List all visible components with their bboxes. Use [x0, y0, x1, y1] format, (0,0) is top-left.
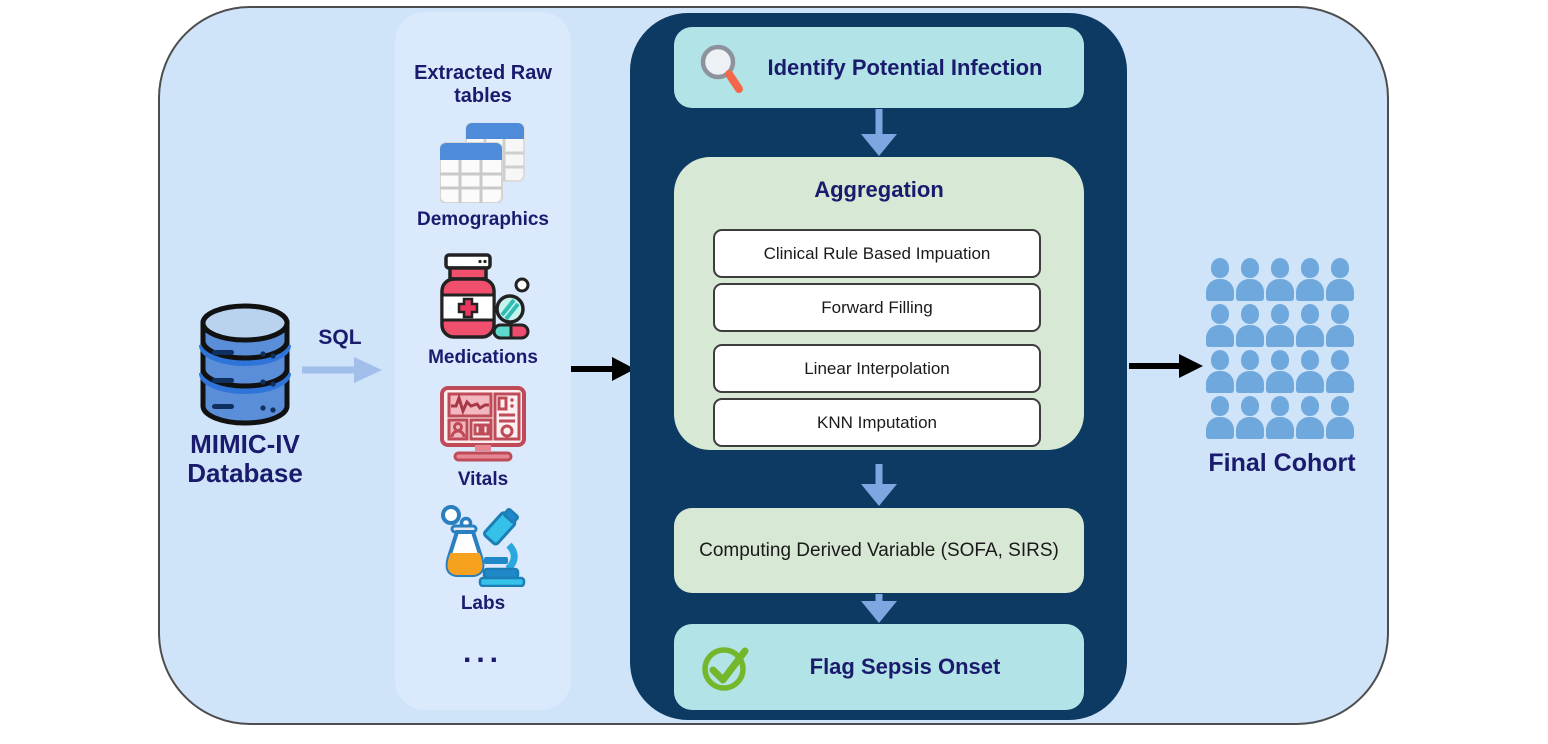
person-icon [1326, 396, 1354, 439]
raw-table-label: Labs [460, 593, 506, 614]
raw-tables-panel: Extracted Raw tables Demographics [395, 12, 571, 710]
raw-tables-title-line2: tables [454, 85, 512, 107]
person-icon [1266, 350, 1294, 393]
raw-table-label: Demographics [417, 209, 549, 230]
arrow-down-icon [860, 594, 897, 623]
person-icon [1206, 258, 1234, 301]
person-icon [1326, 304, 1354, 347]
person-icon [1236, 304, 1264, 347]
person-icon [1266, 258, 1294, 301]
raw-tables-title: Extracted Raw tables [395, 62, 571, 108]
cohort-row [1206, 350, 1358, 393]
aggregation-box: Aggregation Clinical Rule Based Impuatio… [674, 157, 1084, 450]
person-icon [1266, 396, 1294, 439]
raw-table-item-vitals: Vitals [395, 385, 571, 491]
flag-sepsis-box: Flag Sepsis Onset [674, 624, 1084, 710]
tables-icon [440, 123, 525, 203]
cohort-row [1206, 304, 1358, 347]
identify-infection-label: Identify Potential Infection [767, 54, 1043, 80]
method-linear-interpolation: Linear Interpolation [713, 344, 1041, 393]
person-icon [1206, 350, 1234, 393]
raw-table-item-medications: Medications [395, 253, 571, 369]
lab-flask-microscope-icon [441, 505, 526, 587]
raw-table-item-labs: Labs [395, 505, 571, 615]
method-forward-filling: Forward Filling [713, 283, 1041, 332]
pipeline-panel: Identify Potential Infection Aggregation… [630, 13, 1127, 720]
person-icon [1206, 396, 1234, 439]
flag-sepsis-label: Flag Sepsis Onset [809, 654, 1001, 679]
derived-variables-box: Computing Derived Variable (SOFA, SIRS) [674, 508, 1084, 593]
derived-variables-label: Computing Derived Variable (SOFA, SIRS) [699, 539, 1059, 561]
person-icon [1296, 396, 1324, 439]
cohort-row [1206, 258, 1358, 301]
person-icon [1266, 304, 1294, 347]
check-circle-icon [702, 647, 749, 691]
method-knn-imputation: KNN Imputation [713, 398, 1041, 447]
person-icon [1326, 350, 1354, 393]
person-icon [1206, 304, 1234, 347]
database-label: MIMIC-IV Database [148, 430, 342, 488]
arrow-down-icon [860, 464, 897, 506]
cohort-row [1206, 396, 1358, 439]
sql-label: SQL [318, 326, 362, 349]
final-cohort-grid [1206, 258, 1358, 442]
medicine-bottle-icon [440, 253, 530, 340]
arrow-right-icon [571, 357, 635, 381]
person-icon [1236, 396, 1264, 439]
raw-table-item-demographics: Demographics [395, 123, 571, 231]
ellipsis-label: ... [462, 636, 503, 669]
raw-table-label: Vitals [457, 469, 509, 490]
method-clinical-rule-imputation: Clinical Rule Based Impuation [713, 229, 1041, 278]
database-label-line1: MIMIC-IV [190, 429, 300, 459]
database-label-line2: Database [187, 458, 303, 488]
vitals-monitor-icon [440, 386, 526, 462]
raw-tables-title-line1: Extracted Raw [414, 62, 552, 84]
final-cohort-label: Final Cohort [1208, 449, 1356, 477]
aggregation-title: Aggregation [814, 177, 944, 202]
person-icon [1326, 258, 1354, 301]
magnifier-icon [700, 44, 743, 93]
sql-arrow-icon [302, 357, 382, 383]
arrow-down-icon [860, 109, 897, 156]
person-icon [1296, 304, 1324, 347]
database-icon [199, 303, 291, 426]
person-icon [1296, 350, 1324, 393]
person-icon [1236, 350, 1264, 393]
person-icon [1236, 258, 1264, 301]
person-icon [1296, 258, 1324, 301]
identify-infection-box: Identify Potential Infection [674, 27, 1084, 108]
raw-table-label: Medications [428, 347, 538, 368]
arrow-right-icon [1129, 354, 1203, 378]
